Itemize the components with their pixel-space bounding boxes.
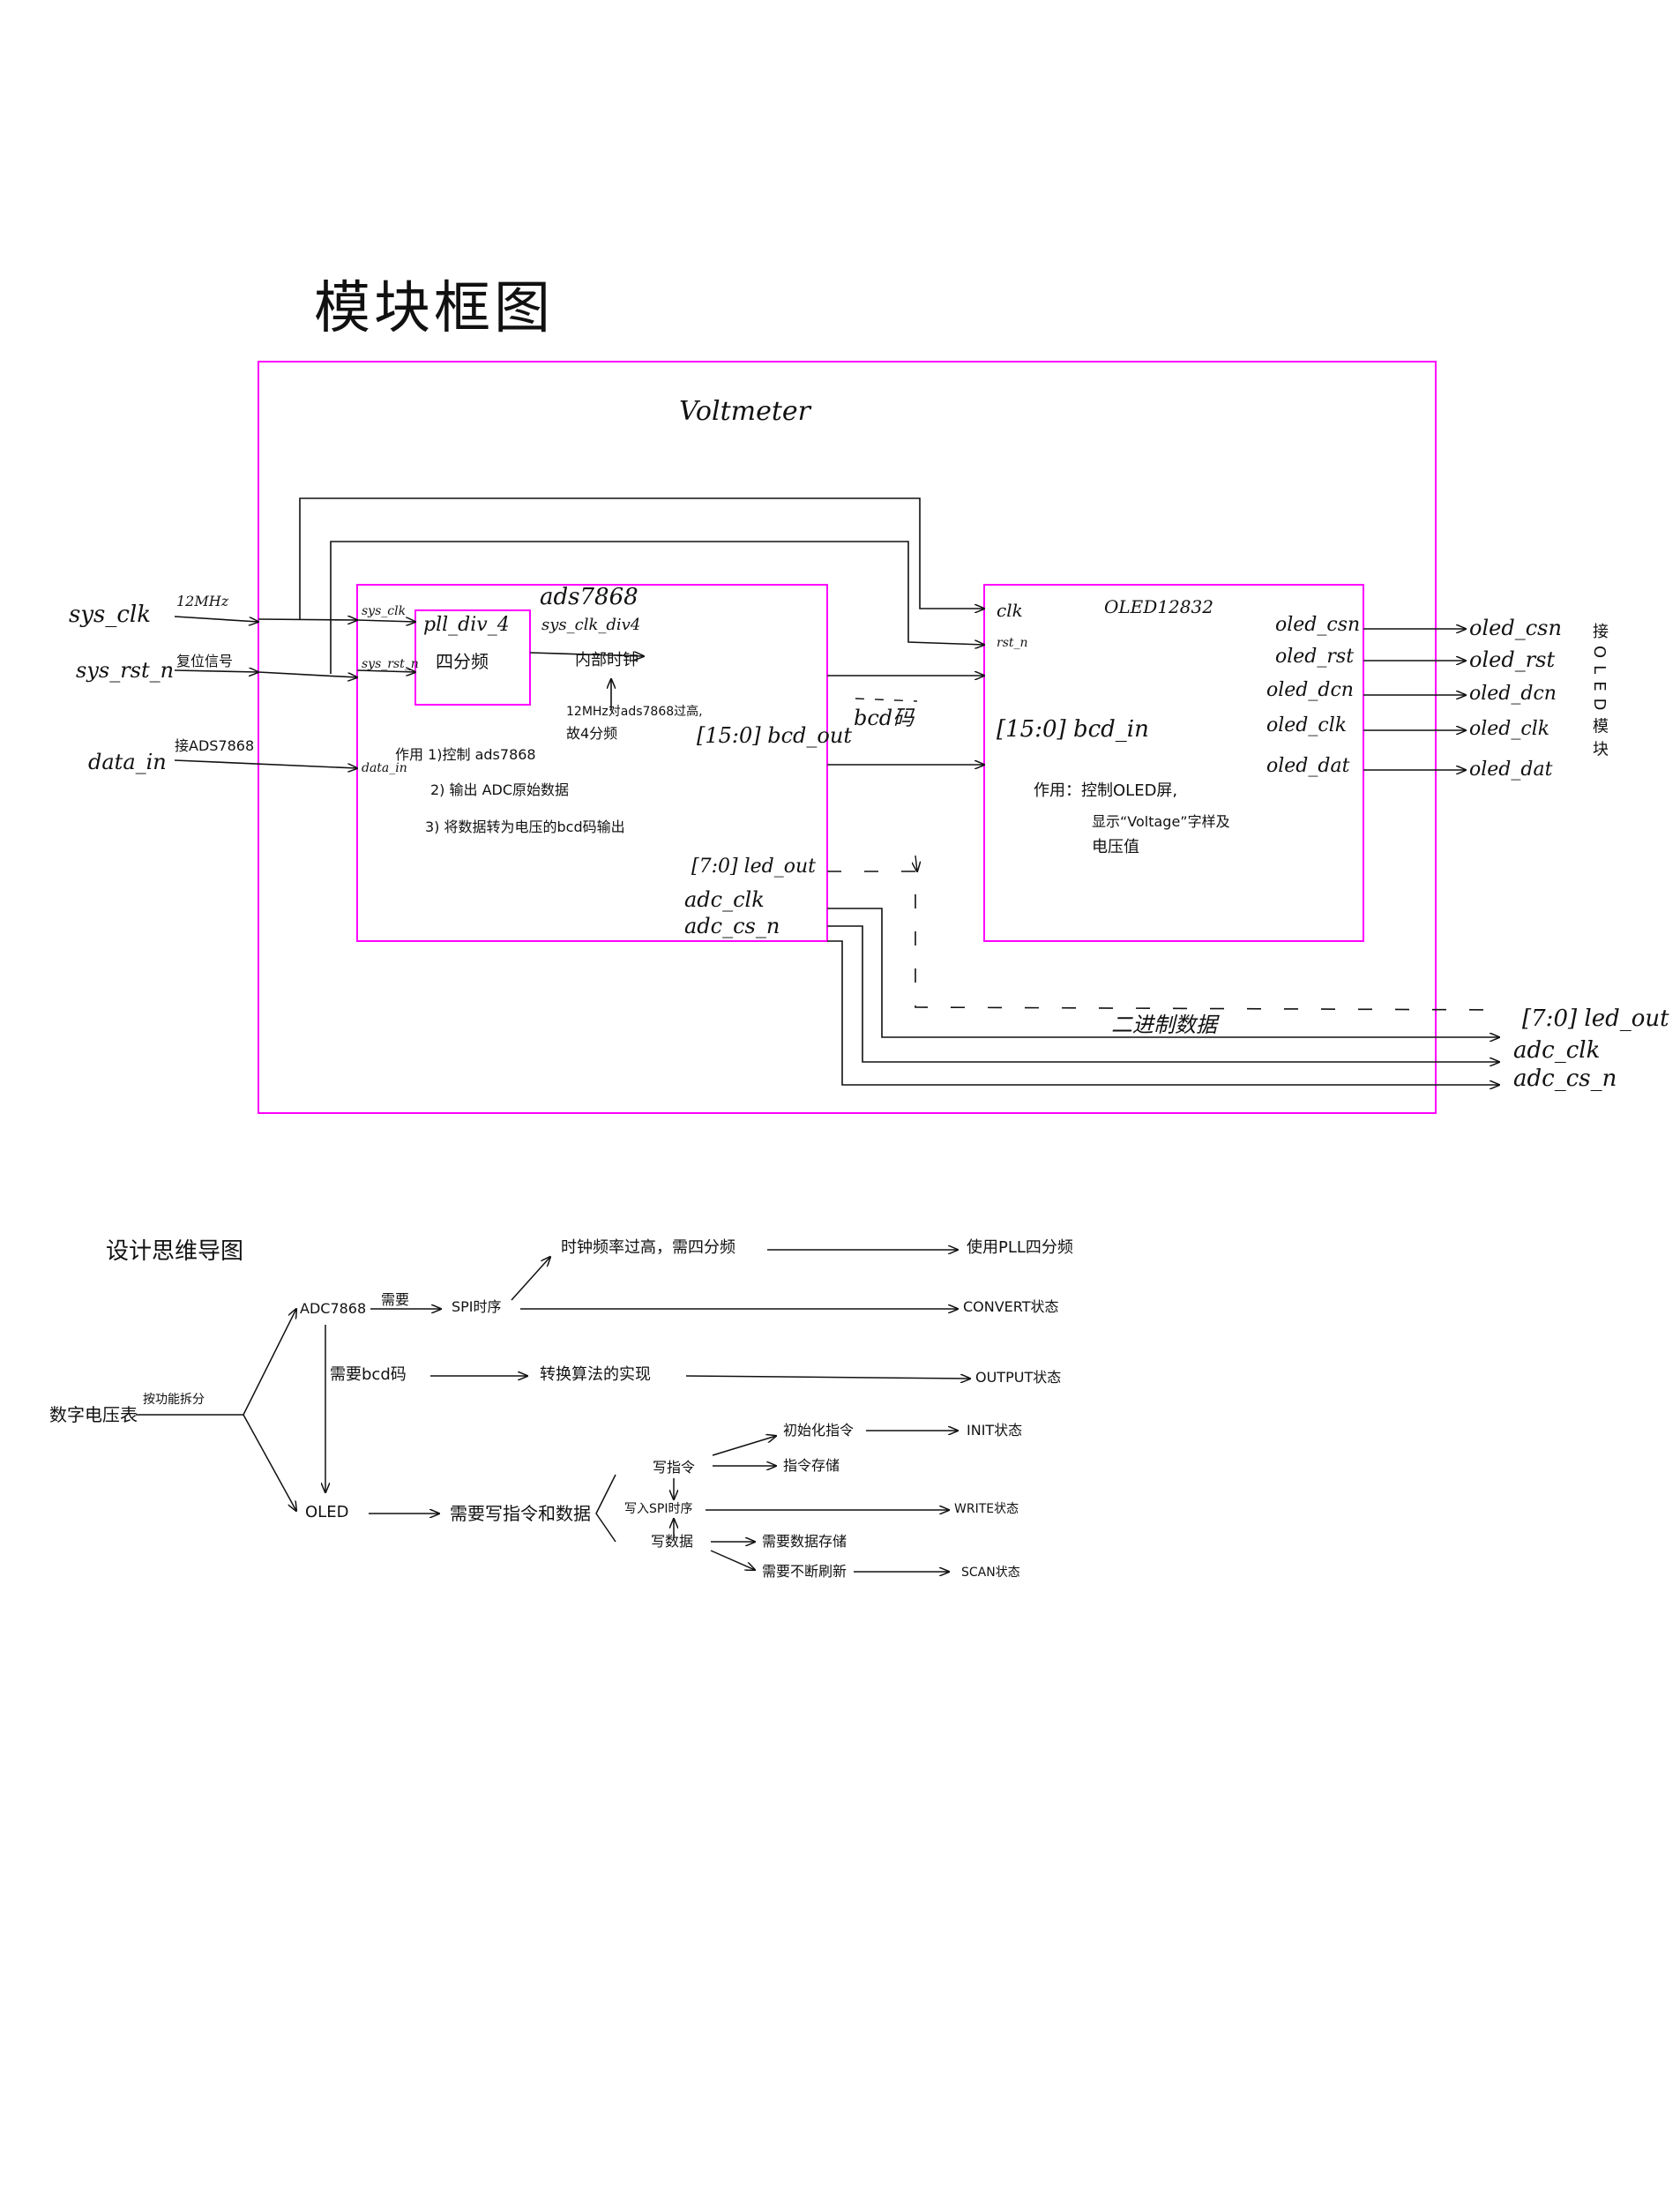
oled-port-rst-out: oled_rst [1275,646,1355,668]
out-oled-dcn: oled_dcn [1469,683,1557,705]
ads-name: ads7868 [540,584,638,610]
adc-cs-route [827,925,1499,1062]
oled-func-2: 显示“Voltage”字样及 [1092,813,1230,830]
pll-out-arrow [529,653,644,656]
data-in-label: data_in [88,750,167,774]
pll-desc: 四分频 [436,651,489,672]
data-in-note: 接ADS7868 [175,737,255,754]
mm-root-edge: 按功能拆分 [143,1393,205,1407]
oled-port-rst: rst_n [997,636,1028,650]
adc-clk-route [827,908,1499,1037]
algo-to-output [685,1376,970,1379]
voltmeter-box [258,361,1437,1114]
bcd-link-label: bcd码 [854,706,915,730]
ads-port-data-in: data_in [362,761,407,775]
pll-name: pll_div_4 [423,614,510,636]
data-to-refresh [710,1550,755,1570]
mm-write-spi: 写入SPI时序 [624,1502,693,1516]
sys-clk-note: 12MHz [176,593,229,609]
oled-port-clk: clk [997,600,1023,621]
led-out-bus [827,871,1500,1011]
mindmap-title: 设计思维导图 [106,1238,244,1265]
sys-rst-wire [258,671,357,677]
data-in-arrow [174,759,357,768]
adc-cs-route-2 [827,940,1499,1085]
sys-clk-wire [258,619,357,620]
mm-scan-state: SCAN状态 [961,1566,1020,1580]
ads-func-1: 作用 1)控制 ads7868 [395,746,536,763]
sys-clk-label: sys_clk [69,602,152,628]
clock-note-2: 故4分频 [566,725,618,742]
out-oled-rst: oled_rst [1469,647,1556,672]
pll-out-note: 内部时钟 [575,651,638,669]
pll-out-label: sys_clk_div4 [541,616,641,634]
mm-write-data: 写数据 [651,1533,694,1550]
mm-adc-need: 需要 [381,1291,410,1308]
mm-oled: OLED [305,1503,349,1521]
sys-clk-input-arrow [174,616,258,622]
rst-route-to-oled [330,541,984,674]
clk-route-to-oled [299,497,984,620]
ads-led-out: [7:0] led_out [691,856,816,878]
ads-func-2: 2) 输出 ADC原始数据 [430,781,570,798]
out-led: [7:0] led_out [1522,1005,1669,1032]
bus-note: 二进制数据 [1111,1013,1217,1037]
ads-port-sys-rst: sys_rst_n [362,657,419,671]
ads-adc-clk: adc_clk [684,887,765,912]
ads7868-box [356,584,828,942]
out-adc-clk: adc_clk [1513,1037,1601,1064]
need-bracket [595,1474,616,1543]
spi-up-arrow [511,1257,550,1301]
oled-connect-note: 接OLED模块 [1590,623,1609,764]
mm-adc: ADC7868 [300,1300,367,1317]
sys-rst-pll-wire [356,670,415,672]
oled-port-csn: oled_csn [1275,614,1361,636]
oled-port-clk-out: oled_clk [1266,714,1348,736]
mm-data-store: 需要数据存储 [762,1533,847,1550]
voltmeter-label: Voltmeter [679,396,810,427]
sys-rst-label: sys_rst_n [76,658,175,683]
ads-func-3: 3) 将数据转为电压的bcd码输出 [425,818,625,835]
mm-cmd-store: 指令存储 [783,1457,840,1474]
oled-port-dcn: oled_dcn [1266,679,1354,701]
out-oled-clk: oled_clk [1469,718,1550,740]
oled-port-dat: oled_dat [1266,755,1350,777]
out-adc-cs: adc_cs_n [1513,1065,1617,1092]
page-title: 模块框图 [314,276,554,341]
mm-algo: 转换算法的实现 [540,1365,651,1384]
out-oled-csn: oled_csn [1469,616,1562,640]
out-oled-dat: oled_dat [1469,759,1553,781]
cmd-to-init [712,1436,776,1456]
mm-init-state: INIT状态 [967,1422,1023,1439]
oled-name: OLED12832 [1104,596,1213,617]
oled-func-3: 电压值 [1092,838,1139,856]
ads-bcd-out: [15:0] bcd_out [697,723,852,748]
mm-write-state: WRITE状态 [954,1502,1019,1516]
mm-output-state: OUTPUT状态 [975,1369,1062,1386]
ads-port-sys-clk: sys_clk [362,604,407,618]
mm-bcd-need: 需要bcd码 [330,1365,407,1384]
root-to-oled [243,1414,296,1511]
clock-note-1: 12MHz对ads7868过高, [566,705,703,719]
mm-oled-need: 需要写指令和数据 [450,1503,591,1524]
mm-root: 数字电压表 [49,1404,138,1425]
mm-pll-use: 使用PLL四分频 [967,1238,1073,1257]
root-to-adc [243,1309,296,1416]
mm-spi: SPI时序 [452,1298,502,1315]
sys-clk-pll-wire [356,620,415,622]
mm-refresh: 需要不断刷新 [762,1563,847,1580]
mm-init-cmd: 初始化指令 [783,1422,855,1439]
sys-rst-note: 复位信号 [176,653,234,669]
oled-bcd-in: [15:0] bcd_in [997,716,1149,743]
oled-func-1: 作用：控制OLED屏, [1034,781,1178,800]
ads-adc-cs: adc_cs_n [684,914,780,938]
mm-write-cmd: 写指令 [653,1459,696,1476]
pll-box [414,609,531,706]
sys-rst-input-arrow [174,670,258,672]
mm-convert-state: CONVERT状态 [963,1298,1059,1315]
mm-spi-note: 时钟频率过高，需四分频 [561,1238,735,1257]
